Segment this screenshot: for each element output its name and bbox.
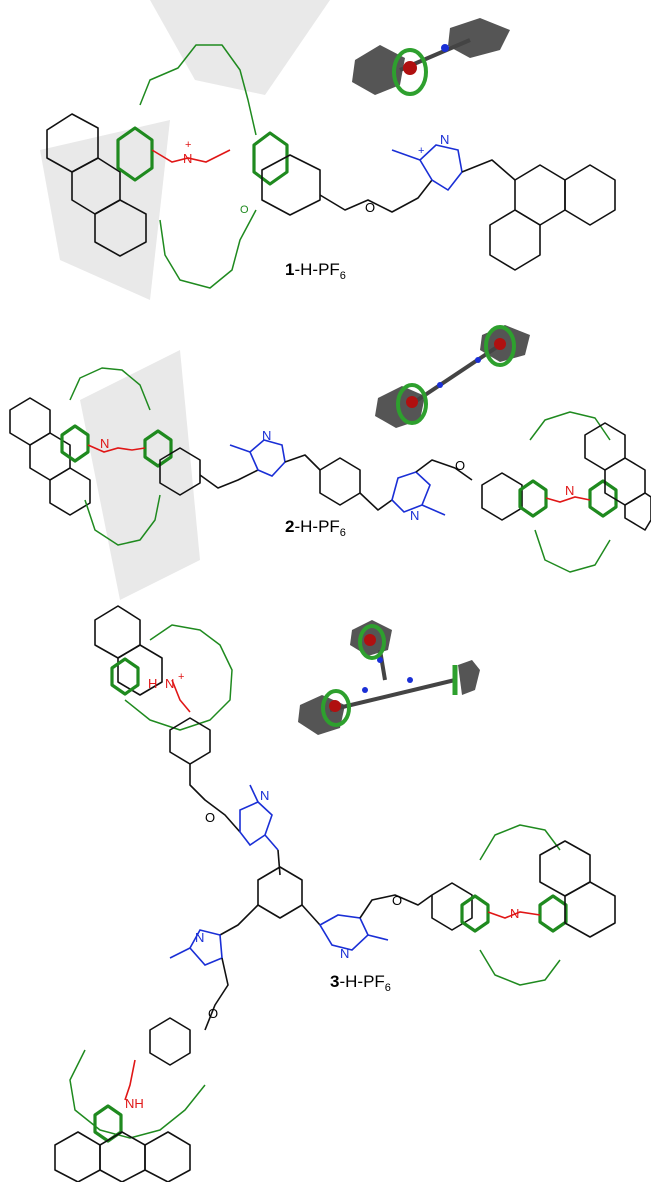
c2-ether-o: O — [455, 458, 465, 473]
compound-1-3d-model — [352, 18, 510, 96]
compound-1-structure: N + O O N + — [46, 44, 616, 289]
compound-3-3d-model — [298, 620, 480, 735]
c1-triazolium-plus: + — [418, 145, 424, 157]
c2-triazolium-n-left: N — [262, 428, 271, 443]
c3-triazolium-top-n: N — [260, 788, 269, 803]
c1-ether-o: O — [365, 200, 375, 215]
c1-ammonium-plus: + — [185, 139, 191, 151]
c3-ether-o-bottom: O — [208, 1006, 218, 1021]
c2-ammonium-n-right: N — [565, 483, 574, 498]
c3-ether-o-right: O — [392, 893, 402, 908]
compound-1-label: 1-H-PF6 — [285, 260, 346, 282]
compound-2-structure: N N N N O — [9, 367, 651, 573]
c3-triazolium-bottom-n: N — [195, 930, 204, 945]
compound-3-label: 3-H-PF6 — [330, 972, 391, 994]
c3-ammonium-top-plus: + — [178, 671, 184, 683]
c3-ether-o-top: O — [205, 810, 215, 825]
c3-ammonium-top-h: H — [148, 676, 157, 691]
compound-2-label: 2-H-PF6 — [285, 517, 346, 539]
compound-3-structure: H N + N N N N NH O O O — [54, 605, 616, 1182]
watermark — [40, 0, 330, 600]
c3-ammonium-right-n: N — [510, 906, 519, 921]
compound-2-3d-model — [375, 325, 530, 428]
c3-triazolium-right-n: N — [340, 946, 349, 961]
c1-triazolium-n: N — [440, 132, 449, 147]
c3-ammonium-top-n: N — [165, 676, 174, 691]
c2-triazolium-n-right: N — [410, 508, 419, 523]
c2-ammonium-n-left: N — [100, 436, 109, 451]
c3-ammonium-bottom-nh: NH — [125, 1096, 144, 1111]
c1-crown-o: O — [240, 204, 249, 216]
c1-ammonium-n: N — [183, 151, 192, 166]
